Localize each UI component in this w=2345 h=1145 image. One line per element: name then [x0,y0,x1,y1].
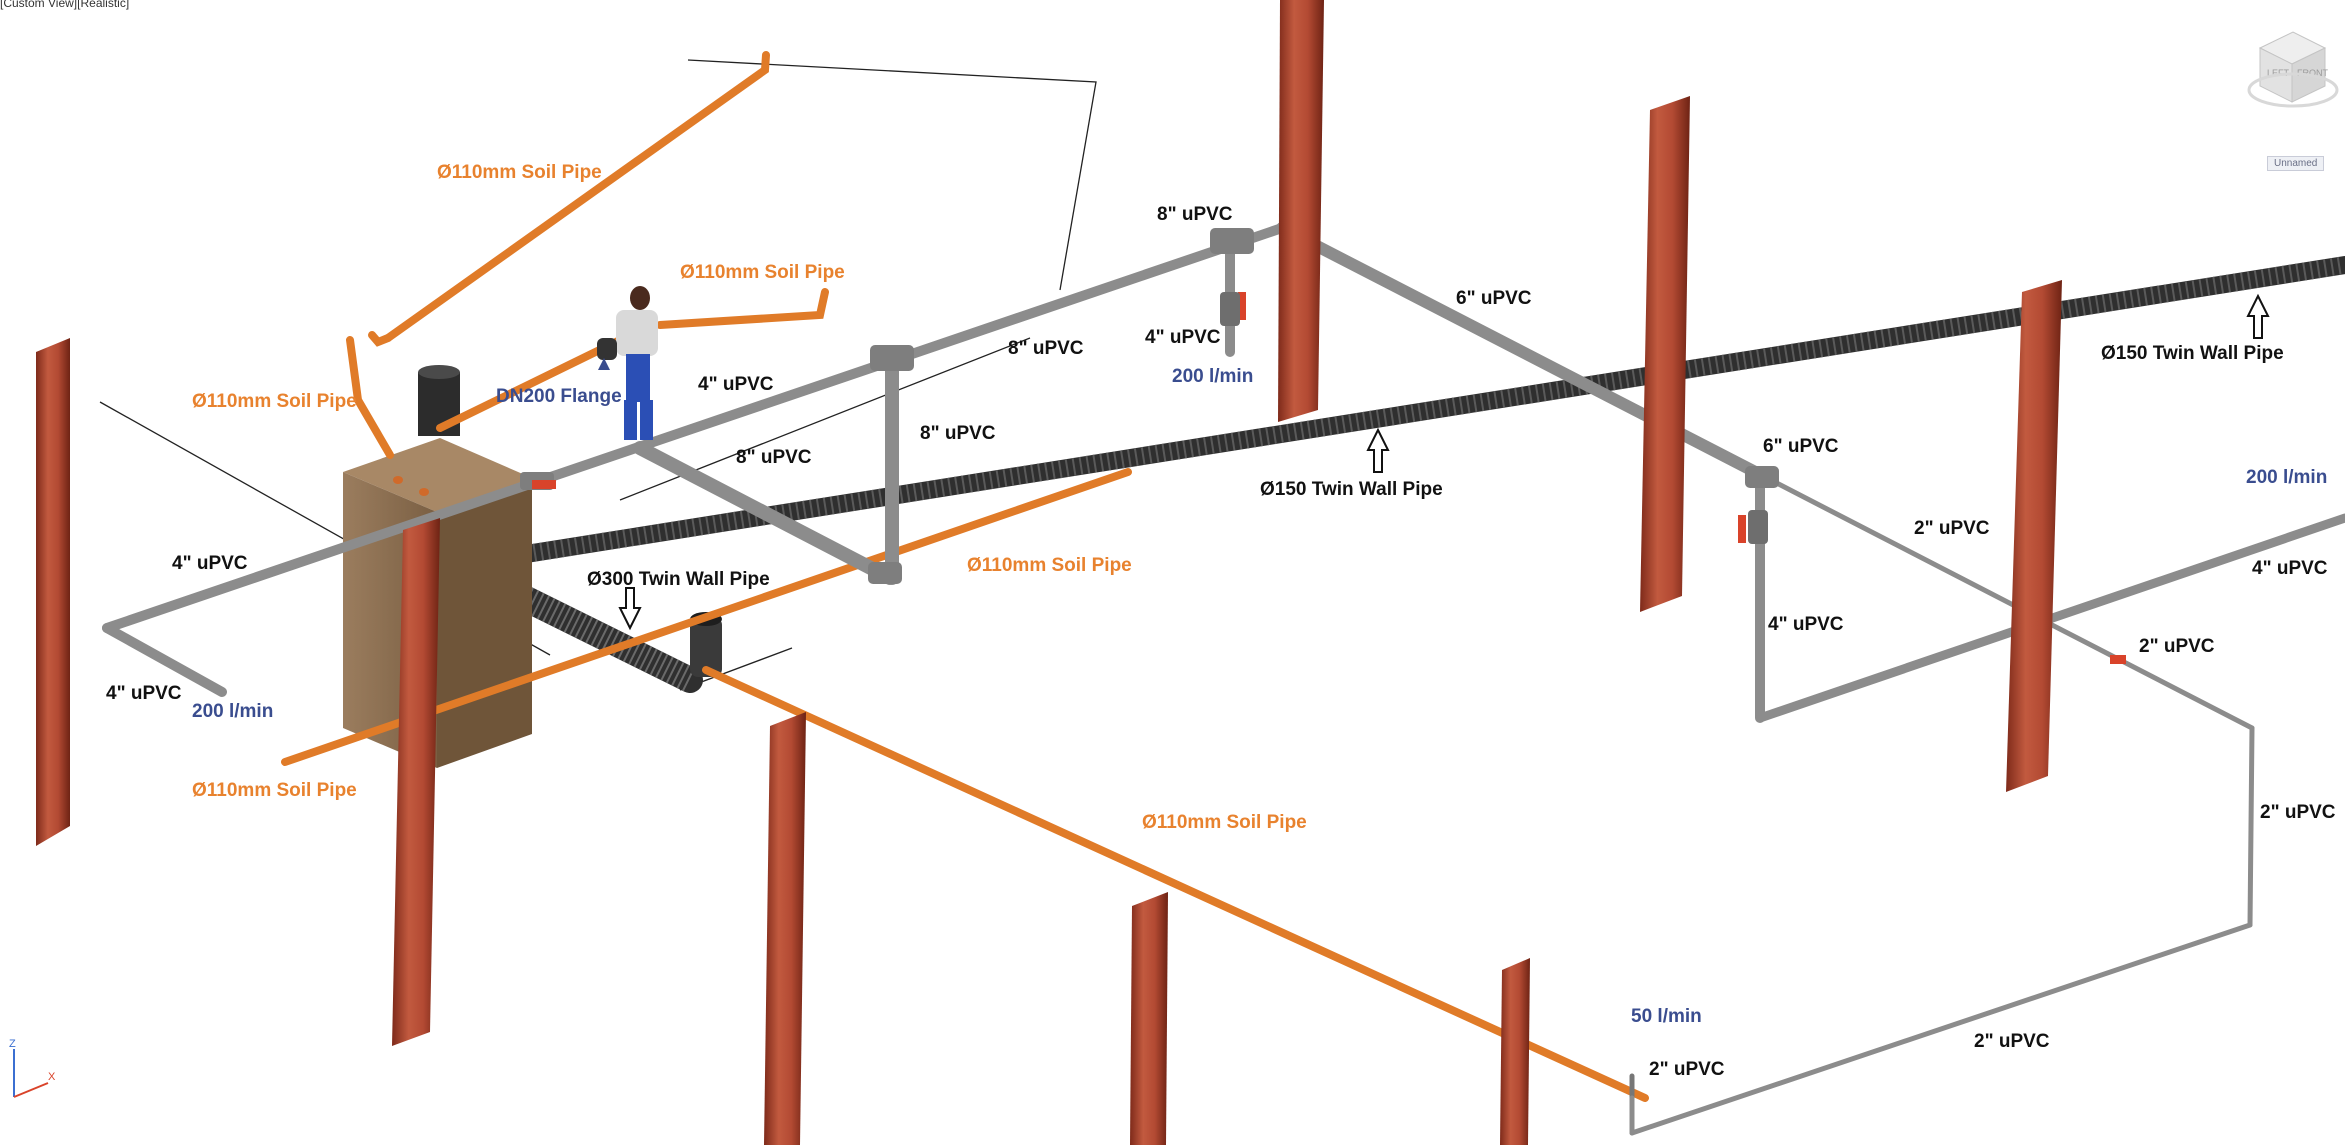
label-flow-200-a: 200 l/min [1172,366,1254,387]
label-upvc-4-a: 4" uPVC [698,374,774,395]
human-figure [597,286,658,440]
label-upvc-2-a: 2" uPVC [1914,518,1990,539]
ucs-z-label: Z [9,1038,16,1050]
label-upvc-8-top: 8" uPVC [1157,204,1233,225]
label-upvc-8-a: 8" uPVC [1008,338,1084,359]
label-upvc-2-c: 2" uPVC [2260,802,2336,823]
label-upvc-2-e: 2" uPVC [1649,1059,1725,1080]
view-caption[interactable]: [Custom View][Realistic] [0,0,130,10]
ucs-x-label: X [48,1071,56,1083]
label-twin-150-a: Ø150 Twin Wall Pipe [1260,479,1443,500]
viewcube-left-face[interactable]: LEFT [2267,68,2290,78]
label-upvc-4-e: 4" uPVC [1768,614,1844,635]
label-flow-200-c: 200 l/min [2246,467,2328,488]
label-upvc-6-b: 6" uPVC [1763,436,1839,457]
label-flange: DN200 Flange [496,386,622,407]
label-upvc-8-b: 8" uPVC [920,423,996,444]
label-upvc-4-f: 4" uPVC [2252,558,2328,579]
steel-columns [36,0,2062,1145]
named-view-menu[interactable]: Unnamed [2267,156,2325,171]
label-soil-bottom-left: Ø110mm Soil Pipe [192,780,357,801]
label-soil-long: Ø110mm Soil Pipe [1142,812,1307,833]
label-upvc-6-a: 6" uPVC [1456,288,1532,309]
ucs-icon: Z X [9,1038,56,1098]
upvc-pipes [102,222,2345,1136]
label-soil-center: Ø110mm Soil Pipe [967,555,1132,576]
callout-arrows [618,293,2270,631]
label-soil-mid: Ø110mm Soil Pipe [680,262,845,283]
construction-lines [99,59,1097,691]
label-flow-200-b: 200 l/min [192,701,274,722]
label-upvc-2-d: 2" uPVC [1974,1031,2050,1052]
label-twin-150-b: Ø150 Twin Wall Pipe [2101,343,2284,364]
label-upvc-2-b: 2" uPVC [2139,636,2215,657]
label-upvc-4-c: 4" uPVC [172,553,248,574]
label-flow-50: 50 l/min [1631,1006,1702,1027]
label-upvc-4-b: 4" uPVC [1145,327,1221,348]
label-soil-left: Ø110mm Soil Pipe [192,391,357,412]
valves[interactable] [532,292,2126,664]
viewcube-front-face[interactable]: FRONT [2297,68,2328,78]
viewcube[interactable]: LEFT FRONT [2245,20,2345,170]
label-upvc-4-d: 4" uPVC [106,683,182,704]
label-soil-top: Ø110mm Soil Pipe [437,162,602,183]
pipe-fittings [520,228,1779,584]
label-twin-300: Ø300 Twin Wall Pipe [587,569,770,590]
label-upvc-8-c: 8" uPVC [736,447,812,468]
